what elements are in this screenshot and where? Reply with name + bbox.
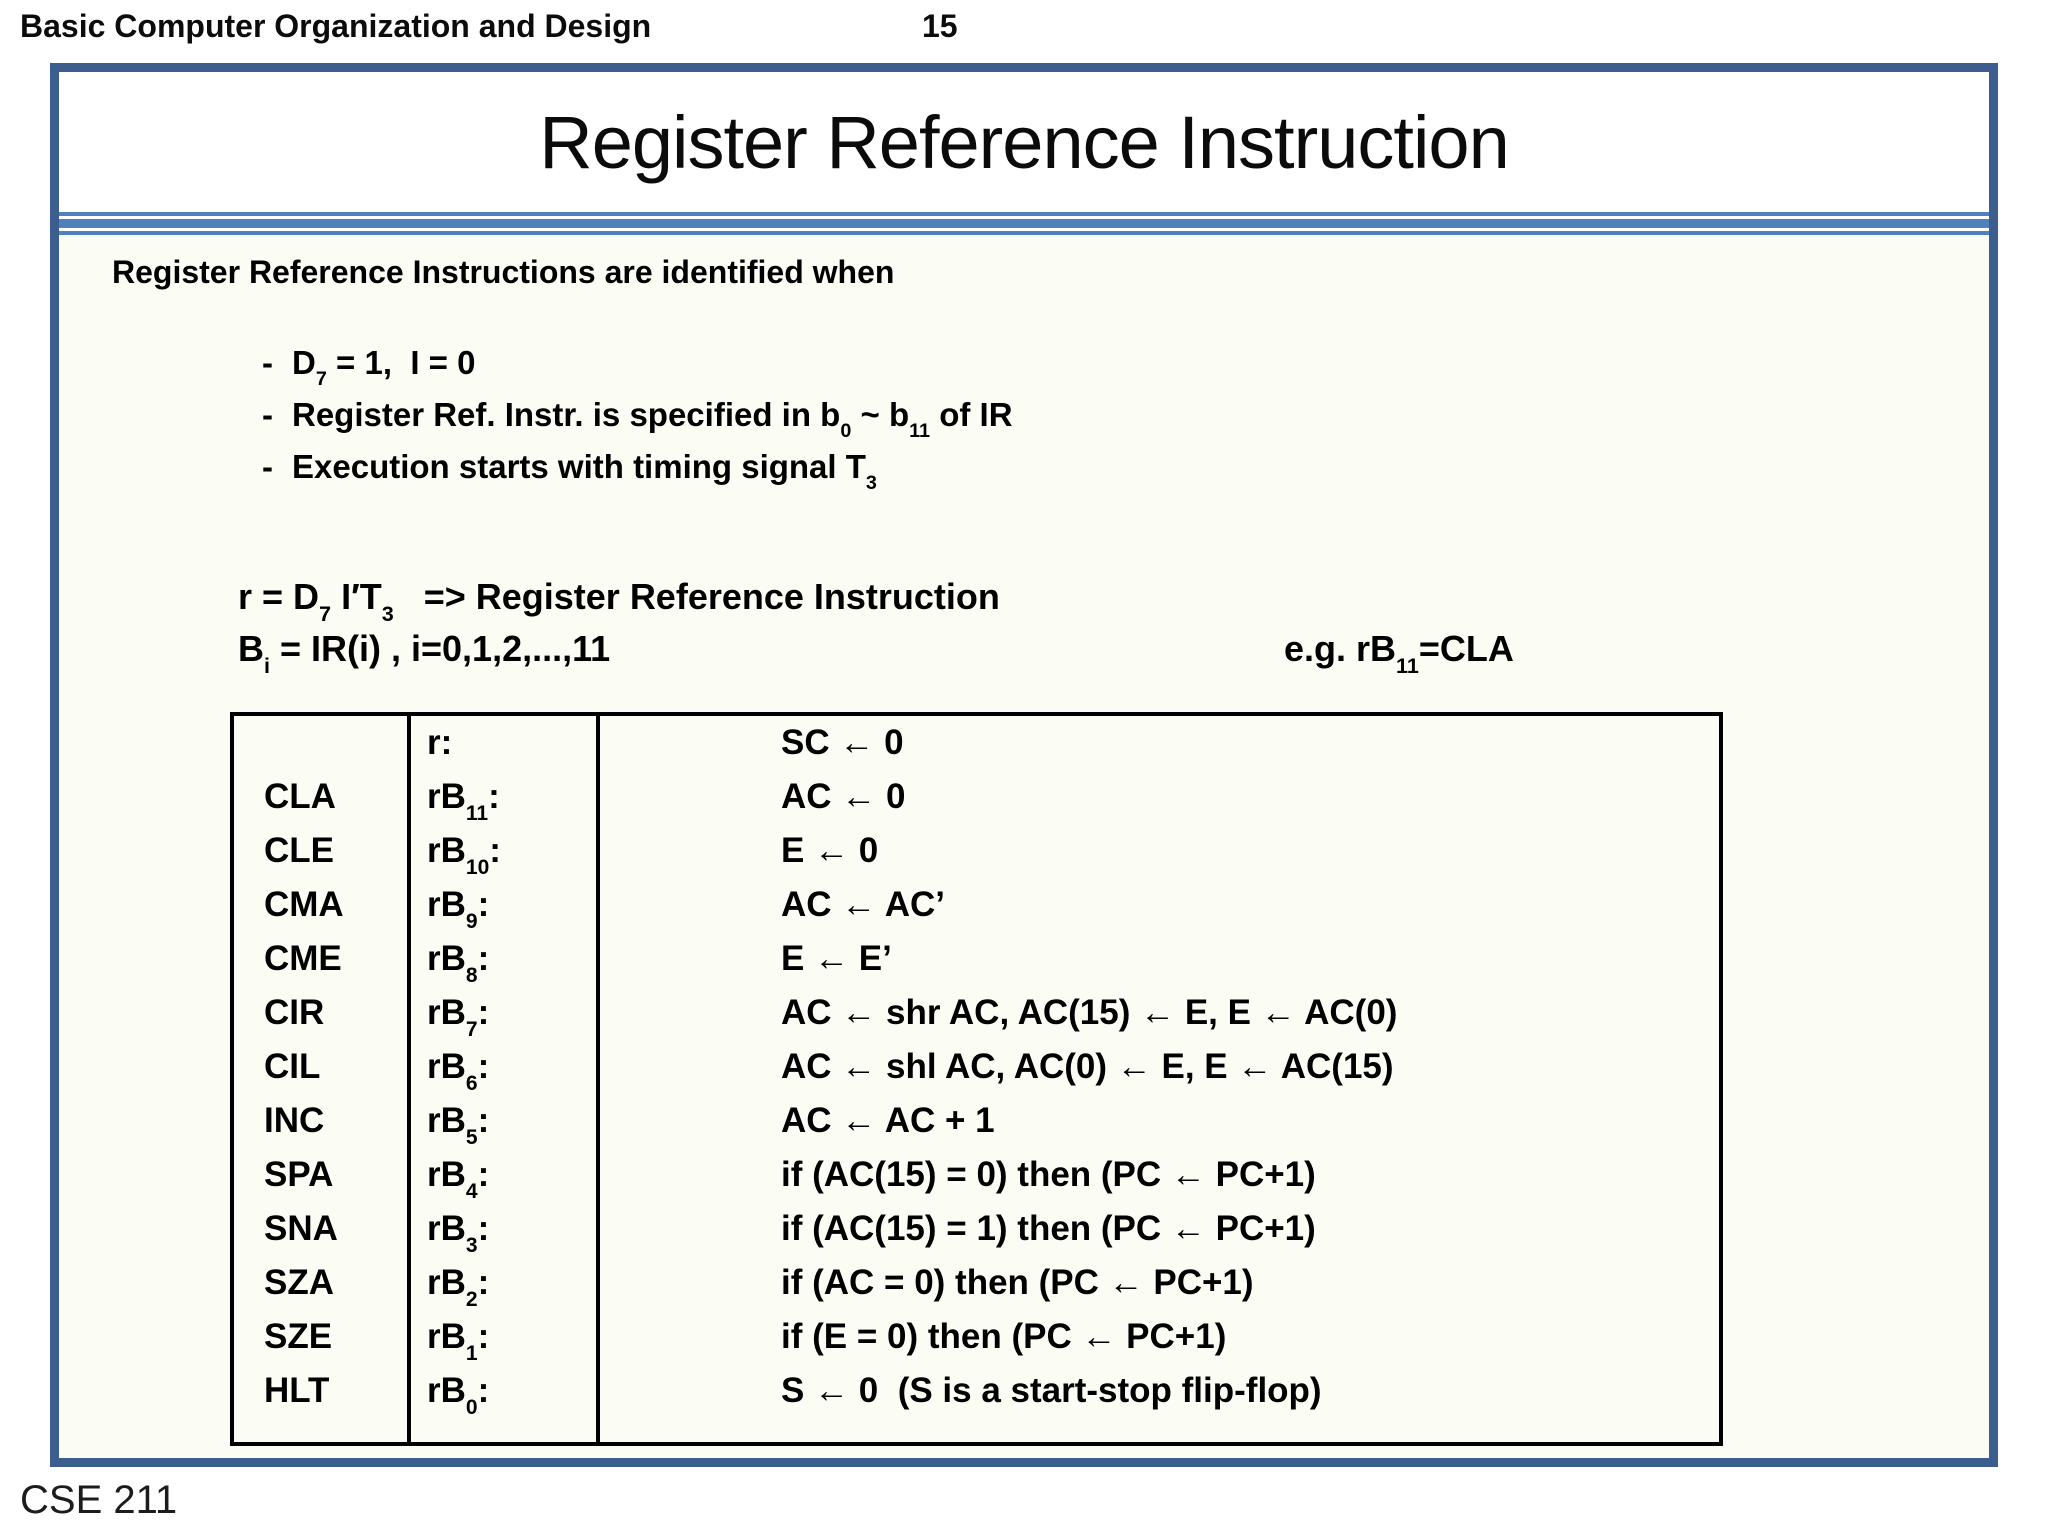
table-mnemonic-cell: HLT	[264, 1371, 330, 1410]
table-mnemonic-cell: CIL	[264, 1047, 321, 1086]
bullet-item: - Register Ref. Instr. is specified in b…	[262, 390, 1013, 443]
table-operation-cell: if (E = 0) then (PC ← PC+1)	[781, 1317, 1227, 1356]
table-operation-cell: E ← 0	[781, 831, 879, 870]
table-operation-cell: if (AC = 0) then (PC ← PC+1)	[781, 1263, 1254, 1302]
table-operation-cell: if (AC(15) = 1) then (PC ← PC+1)	[781, 1209, 1316, 1248]
formula-b-definition: Bi = IR(i) , i=0,1,2,...,11	[238, 628, 611, 679]
slide-title-zone: Register Reference Instruction	[59, 72, 1989, 212]
course-header-title: Basic Computer Organization and Design	[20, 8, 652, 44]
table-operation-cell: if (AC(15) = 0) then (PC ← PC+1)	[781, 1155, 1316, 1194]
table-operation-cell: SC ← 0	[781, 723, 904, 762]
table-mnemonic-cell: CMA	[264, 885, 344, 924]
table-mnemonic-cell	[264, 716, 407, 770]
table-mnemonic-cell: CME	[264, 939, 342, 978]
table-operation-cell: AC ← 0	[781, 777, 906, 816]
table-mnemonic-cell: INC	[264, 1101, 325, 1140]
table-operation-cell: AC ← shr AC, AC(15) ← E, E ← AC(0)	[781, 993, 1398, 1032]
separator-line-top	[59, 212, 1989, 216]
table-mnemonic-cell: SZE	[264, 1317, 333, 1356]
table-operation-cell: S ← 0 (S is a start-stop flip-flop)	[781, 1371, 1322, 1410]
bullet-dash: -	[262, 448, 273, 485]
table-mnemonic-cell: SNA	[264, 1209, 338, 1248]
course-footer: CSE 211	[20, 1478, 178, 1522]
table-mnemonic-cell: CLE	[264, 831, 334, 870]
separator-line-middle	[59, 219, 1989, 228]
table-column-operations: SC ← 0 AC ← 0 E ← 0 AC ← AC’ E ← E’ AC ← shr …	[600, 716, 1719, 1442]
bullet-dash: -	[262, 396, 273, 433]
table-label-cell: rB6:	[427, 1047, 490, 1095]
slide-page-number: 15	[922, 8, 958, 44]
table-mnemonic-cell: CLA	[264, 777, 336, 816]
table-column-mnemonics: CLA CLE CMA CME CIR CIL INC SPA SNA SZA SZE HLT	[234, 716, 411, 1442]
table-mnemonic-cell: SZA	[264, 1263, 334, 1302]
table-column-labels: r: rB11: rB10: rB9: rB8: rB7: rB6: rB5: rB4: rB3:…	[411, 716, 600, 1442]
table-label-cell: rB7:	[427, 993, 490, 1041]
bullet-text: Execution starts with timing signal T3	[292, 448, 877, 495]
table-label-cell: rB2:	[427, 1263, 490, 1311]
table-label-cell: rB1:	[427, 1317, 490, 1365]
table-operation-cell: AC ← AC’	[781, 885, 945, 924]
table-label-cell: rB10:	[427, 831, 501, 879]
table-label-cell: rB3:	[427, 1209, 490, 1257]
table-label-cell: r:	[427, 723, 453, 762]
separator-line-bottom	[59, 231, 1989, 235]
table-label-cell: rB8:	[427, 939, 490, 987]
table-mnemonic-cell: SPA	[264, 1155, 334, 1194]
formula-r-definition: r = D7 I′T3 => Register Reference Instru…	[238, 576, 1000, 627]
table-mnemonic-cell: CIR	[264, 993, 325, 1032]
table-label-cell: rB0:	[427, 1371, 490, 1419]
table-label-cell: rB9:	[427, 885, 490, 933]
table-label-cell: rB11:	[427, 777, 500, 825]
bullet-text: D7 = 1, I = 0	[292, 344, 476, 391]
table-operation-cell: AC ← AC + 1	[781, 1101, 995, 1140]
slide-frame: Register Reference Instruction Register …	[50, 63, 1998, 1467]
bullet-text: Register Ref. Instr. is specified in b0 …	[292, 396, 1013, 443]
bullet-item: - Execution starts with timing signal T3	[262, 442, 877, 495]
slide-title: Register Reference Instruction	[539, 100, 1509, 184]
table-label-cell: rB5:	[427, 1101, 490, 1149]
bullet-item: - D7 = 1, I = 0	[262, 338, 476, 391]
table-label-cell: rB4:	[427, 1155, 490, 1203]
bullet-dash: -	[262, 344, 273, 381]
table-operation-cell: AC ← shl AC, AC(0) ← E, E ← AC(15)	[781, 1047, 1394, 1086]
example-annotation: e.g. rB11=CLA	[1284, 628, 1514, 679]
separator-gap	[59, 228, 1989, 231]
body-heading: Register Reference Instructions are iden…	[112, 254, 895, 290]
separator-gap	[59, 216, 1989, 219]
title-separator	[59, 212, 1989, 235]
table-operation-cell: E ← E’	[781, 939, 892, 978]
